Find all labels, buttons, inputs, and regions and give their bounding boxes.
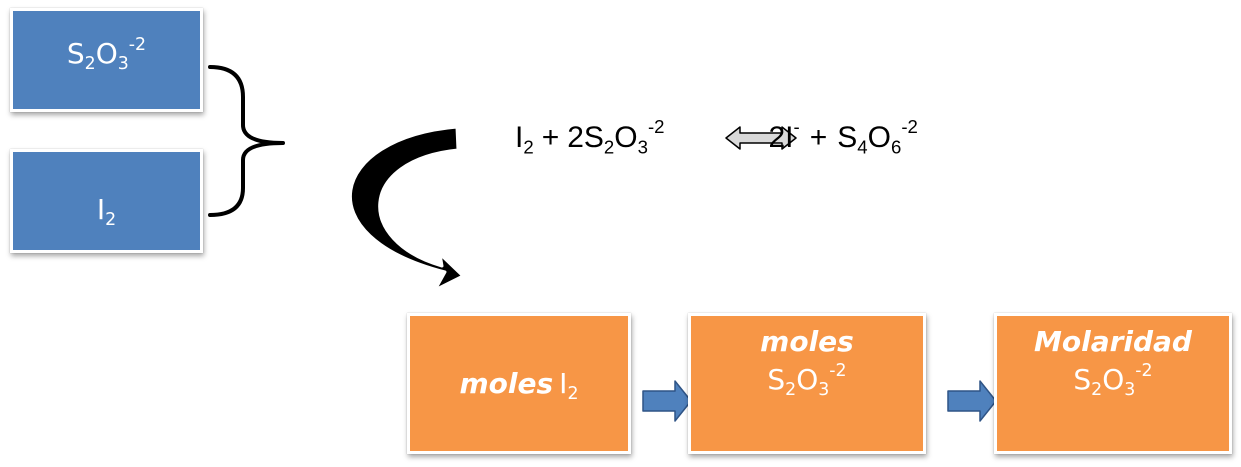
- formula-charge: -2: [128, 34, 147, 55]
- thiosulfate-box: S2O3-2: [10, 8, 203, 112]
- curved-arrow-icon: [348, 125, 465, 292]
- thiosulfate-formula: S2O3-2: [66, 36, 146, 72]
- double-arrow-icon: [725, 126, 797, 150]
- formula-subscript: 2: [84, 54, 96, 75]
- step-label: moles: [459, 366, 554, 400]
- formula-part: S: [66, 37, 85, 70]
- iodine-box: I2: [10, 149, 203, 253]
- flow-arrow-icon: [947, 380, 997, 422]
- step-content: moles I2: [459, 366, 579, 404]
- formula-subscript: 3: [117, 54, 129, 75]
- step-molaridad-thiosulfate: Molaridad S2O3-2: [994, 313, 1232, 454]
- step-formula: I2: [559, 366, 579, 404]
- plus-sign: +: [809, 121, 828, 154]
- formula-subscript: 2: [105, 210, 117, 231]
- iodine-formula: I2: [96, 193, 116, 229]
- step-formula: S2O3-2: [767, 360, 847, 401]
- product-iodide: 2I-: [768, 116, 800, 154]
- step-label: Molaridad: [1034, 325, 1192, 358]
- plus-sign: +: [541, 121, 560, 154]
- reactant-thiosulfate: 2S2O3-2: [567, 116, 665, 158]
- curly-bracket: [208, 65, 285, 217]
- step-moles-thiosulfate: moles S2O3-2: [688, 313, 926, 454]
- product-tetrathionate: S4O6-2: [837, 116, 918, 158]
- step-label: moles: [760, 325, 854, 358]
- formula-part: I: [96, 193, 106, 226]
- step-moles-iodine: moles I2: [407, 313, 631, 454]
- reaction-equation: I2 + 2S2O3-2 2I- + S4O6-2: [515, 116, 918, 160]
- formula-part: O: [95, 37, 118, 70]
- step-formula: S2O3-2: [1073, 360, 1153, 401]
- flow-arrow-icon: [642, 380, 692, 422]
- reactant-iodine: I2: [515, 121, 534, 158]
